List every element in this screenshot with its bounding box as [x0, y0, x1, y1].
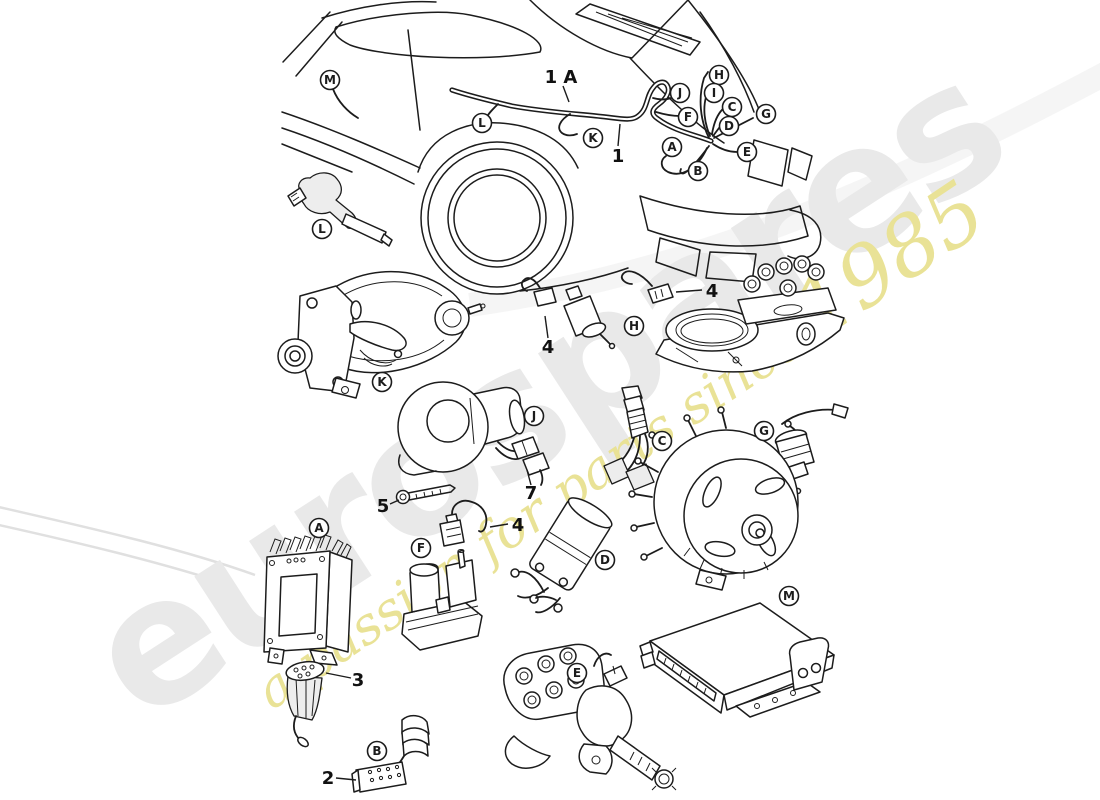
part-callout-l[interactable]: L: [311, 218, 333, 240]
part-callout-b[interactable]: B: [366, 740, 388, 762]
harness-callout-g[interactable]: G: [755, 103, 777, 125]
svg-text:B: B: [372, 744, 381, 758]
harness-callout-a[interactable]: A: [661, 136, 683, 158]
svg-text:E: E: [573, 666, 581, 680]
harness-callout-m[interactable]: M: [319, 69, 341, 91]
svg-text:G: G: [761, 107, 771, 121]
harness-callout-f[interactable]: F: [677, 106, 699, 128]
harness-callout-j[interactable]: J: [669, 82, 691, 104]
harness-callout-i[interactable]: I: [703, 82, 725, 104]
svg-text:K: K: [377, 375, 387, 389]
dme-control-unit-drawing: [639, 602, 835, 718]
leader-lines: [325, 85, 703, 781]
harness-callout-d[interactable]: D: [718, 115, 740, 137]
label-4-left[interactable]: 4: [542, 337, 555, 358]
svg-text:F: F: [684, 110, 692, 124]
car-body-drawing: [281, 0, 822, 295]
svg-text:A: A: [667, 140, 677, 154]
harness-callout-c[interactable]: C: [721, 96, 743, 118]
watermark-swoosh-line2: [0, 523, 231, 587]
part-callout-a[interactable]: A: [308, 517, 330, 539]
svg-text:D: D: [724, 119, 734, 133]
harness-callout-h[interactable]: H: [708, 64, 730, 86]
part-callouts: L K H J C G A F D M B E: [308, 218, 800, 762]
label-3-connector[interactable]: 3: [352, 670, 365, 691]
harness-callout-l[interactable]: L: [471, 112, 493, 134]
label-4-bottom[interactable]: 4: [512, 515, 525, 536]
svg-text:H: H: [714, 68, 724, 82]
part-callout-h[interactable]: H: [623, 315, 645, 337]
svg-text:C: C: [658, 434, 667, 448]
svg-text:K: K: [588, 131, 598, 145]
wiring-loom-c-drawing: [603, 385, 655, 491]
svg-text:M: M: [783, 589, 795, 603]
svg-text:D: D: [600, 553, 610, 567]
svg-text:J: J: [677, 86, 682, 100]
cap-towers: [743, 255, 825, 297]
ignition-coil-drawing: [510, 497, 613, 614]
svg-text:L: L: [478, 116, 486, 130]
watermark-swoosh-band: [468, 62, 1100, 317]
label-4-right[interactable]: 4: [706, 281, 719, 302]
label-7-connector[interactable]: 7: [525, 483, 538, 504]
svg-text:B: B: [693, 164, 702, 178]
number-labels: 1 A 1 4 4 4 5 7 3 2: [322, 67, 719, 789]
blower-motor-drawing: [397, 381, 550, 486]
harness-callout-k[interactable]: K: [582, 127, 604, 149]
flat-connector-drawing: [351, 714, 430, 793]
part-callout-f[interactable]: F: [410, 537, 432, 559]
svg-text:J: J: [531, 409, 536, 423]
svg-text:A: A: [314, 521, 324, 535]
svg-text:G: G: [759, 424, 769, 438]
harness-callouts: M L K J F H I C D G E A B: [319, 64, 777, 182]
label-harness-1a[interactable]: 1 A: [545, 67, 578, 88]
watermark-swoosh-line: [0, 506, 256, 577]
label-2-connector[interactable]: 2: [322, 768, 335, 789]
bolt-drawing: [395, 484, 456, 505]
sensor-cable-drawing: [439, 499, 488, 547]
part-callout-m[interactable]: M: [778, 585, 800, 607]
part-callout-g[interactable]: G: [753, 420, 775, 442]
svg-text:L: L: [318, 222, 326, 236]
part-callout-c[interactable]: C: [651, 430, 673, 452]
starter-motor-drawing: [277, 270, 486, 399]
part-callout-e[interactable]: E: [566, 662, 588, 684]
harness-callout-b[interactable]: B: [687, 160, 709, 182]
svg-text:M: M: [324, 73, 336, 87]
distributor-cap-shroud-drawing: [655, 255, 845, 373]
round-connector-drawing: [285, 660, 325, 748]
svg-text:C: C: [728, 100, 737, 114]
spark-plug-connector-drawing: [287, 172, 393, 247]
part-callout-k[interactable]: K: [371, 371, 393, 393]
svg-text:E: E: [743, 145, 751, 159]
part-callout-d[interactable]: D: [594, 549, 616, 571]
svg-text:H: H: [629, 319, 639, 333]
part-callout-j[interactable]: J: [523, 405, 545, 427]
label-5-bolt[interactable]: 5: [377, 496, 390, 517]
alternator-drawing: [628, 406, 799, 591]
distributor-drawing: [503, 643, 677, 791]
solenoid-valve-drawing: [401, 549, 483, 651]
svg-text:F: F: [417, 541, 425, 555]
svg-text:I: I: [712, 86, 716, 100]
harness-callout-e[interactable]: E: [736, 141, 758, 163]
speed-reference-sensors-drawing: [520, 270, 674, 350]
control-unit-a-drawing: [263, 534, 353, 666]
label-harness-1[interactable]: 1: [612, 146, 625, 167]
